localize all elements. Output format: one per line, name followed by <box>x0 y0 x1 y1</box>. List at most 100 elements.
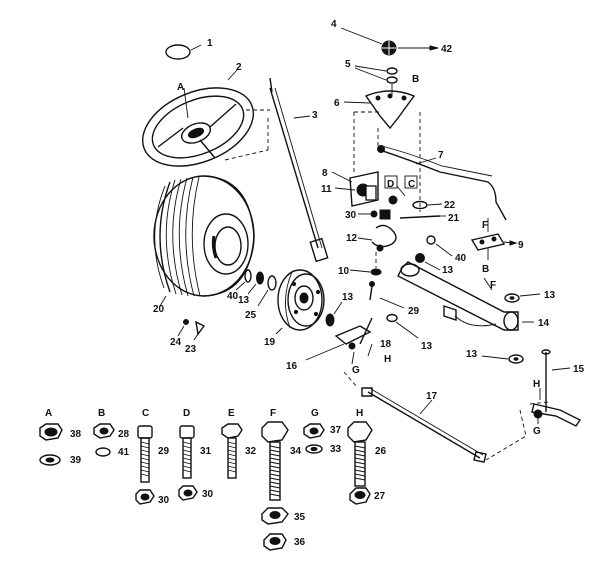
callout-24: 24 <box>170 337 182 348</box>
hw-letter-H: H <box>356 408 363 419</box>
letter-C-label: C <box>408 179 415 190</box>
hardware-key-C: C 29 30 <box>135 408 170 506</box>
nut-13-center-part <box>325 301 343 327</box>
callout-19: 19 <box>264 337 276 348</box>
hardware-key-D: D 31 30 <box>178 408 214 501</box>
letter-B-upper: B <box>412 74 419 85</box>
letter-F-axle: F <box>490 280 496 291</box>
callout-7: 7 <box>438 150 444 161</box>
callout-20: 20 <box>153 304 165 315</box>
letter-A-label: A <box>177 82 184 93</box>
spring-link-part <box>357 224 397 252</box>
callout-5: 5 <box>345 59 351 70</box>
hardware-key-B: B 28 41 <box>93 408 130 458</box>
steering-shaft-part <box>269 77 329 263</box>
callout-13-center: 13 <box>342 292 354 303</box>
callout-2: 2 <box>236 62 242 73</box>
callout-22: 22 <box>444 200 456 211</box>
letter-G-right: G <box>533 426 541 437</box>
letter-H-left: H <box>384 354 391 365</box>
callout-15: 15 <box>573 364 585 375</box>
hw-F-part-34: 34 <box>290 446 302 457</box>
letter-D-label: D <box>387 179 394 190</box>
spindle-left-part <box>305 317 373 365</box>
nut-18-part <box>386 313 419 339</box>
bolt-29-part <box>379 297 405 309</box>
spacer-22-part <box>412 200 443 210</box>
hardware-key-A: A 38 39 <box>39 408 82 466</box>
hw-letter-F: F <box>270 408 276 419</box>
bracket-9-part <box>470 218 518 260</box>
washer-13-lower-part <box>481 354 524 364</box>
callout-8: 8 <box>322 168 328 179</box>
bushing-10-part <box>349 252 382 276</box>
letter-B-right: B <box>482 264 489 275</box>
horn-cap-part <box>165 44 202 60</box>
drag-link-part <box>377 145 507 221</box>
hw-A-part-39: 39 <box>70 455 82 466</box>
grease-fitting-part <box>177 319 206 341</box>
hw-A-part-38: 38 <box>70 429 82 440</box>
nut-13-right-part <box>415 253 441 271</box>
hw-D-part-30: 30 <box>202 489 214 500</box>
callout-10: 10 <box>338 266 350 277</box>
washer-25-part <box>257 275 277 307</box>
callout-40-right: 40 <box>455 253 467 264</box>
callout-25: 25 <box>245 310 257 321</box>
callout-30: 30 <box>345 210 357 221</box>
hw-letter-G: G <box>311 408 319 419</box>
nut-30-part <box>358 209 391 220</box>
hw-F-part-36: 36 <box>294 537 306 548</box>
callout-23: 23 <box>185 344 197 355</box>
hw-G-part-37: 37 <box>330 425 342 436</box>
tie-rod-part <box>361 387 487 463</box>
callout-6: 6 <box>334 98 340 109</box>
letter-H-right: H <box>533 379 540 390</box>
hw-letter-A: A <box>45 408 52 419</box>
hw-F-part-35: 35 <box>294 512 306 523</box>
callout-11: 11 <box>321 184 332 195</box>
hw-B-part-41: 41 <box>118 447 130 458</box>
hw-B-part-28: 28 <box>118 429 130 440</box>
callout-29: 29 <box>408 306 420 317</box>
callout-42: 42 <box>441 44 453 55</box>
callout-13-lower: 13 <box>466 349 478 360</box>
washer-13-upper-right-part <box>504 293 541 303</box>
callout-16: 16 <box>286 361 298 372</box>
pinion-gear-part <box>340 27 439 56</box>
washers-5-part <box>354 65 398 96</box>
callout-13-right: 13 <box>442 265 454 276</box>
callout-17: 17 <box>426 391 438 402</box>
hw-letter-D: D <box>183 408 190 419</box>
callout-21: 21 <box>448 213 460 224</box>
hw-E-part-32: 32 <box>245 446 257 457</box>
callout-13-lowmid: 13 <box>421 341 433 352</box>
hw-D-part-31: 31 <box>200 446 212 457</box>
hw-C-part-30: 30 <box>158 495 170 506</box>
wheel-hub-part <box>275 269 325 335</box>
callout-13-upper-right: 13 <box>544 290 556 301</box>
callout-4: 4 <box>331 19 337 30</box>
hw-letter-C: C <box>142 408 149 419</box>
pin-21-part <box>399 215 446 219</box>
washer-40-right-part <box>426 235 453 257</box>
hardware-key-F: F 34 35 36 <box>261 408 306 551</box>
hardware-key-E: E 32 <box>221 408 257 479</box>
callout-18-left: 18 <box>380 339 392 350</box>
front-axle-part <box>397 261 534 331</box>
callout-12: 12 <box>346 233 358 244</box>
steering-bracket-part <box>331 171 418 207</box>
callout-3: 3 <box>312 110 318 121</box>
washer-40-left-part <box>235 269 252 291</box>
hardware-key-H: H 26 27 <box>347 408 387 505</box>
hardware-key-G: G 37 33 <box>303 408 342 455</box>
hw-letter-E: E <box>228 408 235 419</box>
letter-G-left: G <box>352 365 360 376</box>
callout-13-left: 13 <box>238 295 250 306</box>
letter-F-upper: F <box>482 220 488 231</box>
steering-wheel-part <box>141 69 255 167</box>
bolt-lower-part <box>369 281 375 301</box>
hw-G-part-33: 33 <box>330 444 342 455</box>
sector-plate-part <box>343 90 416 130</box>
